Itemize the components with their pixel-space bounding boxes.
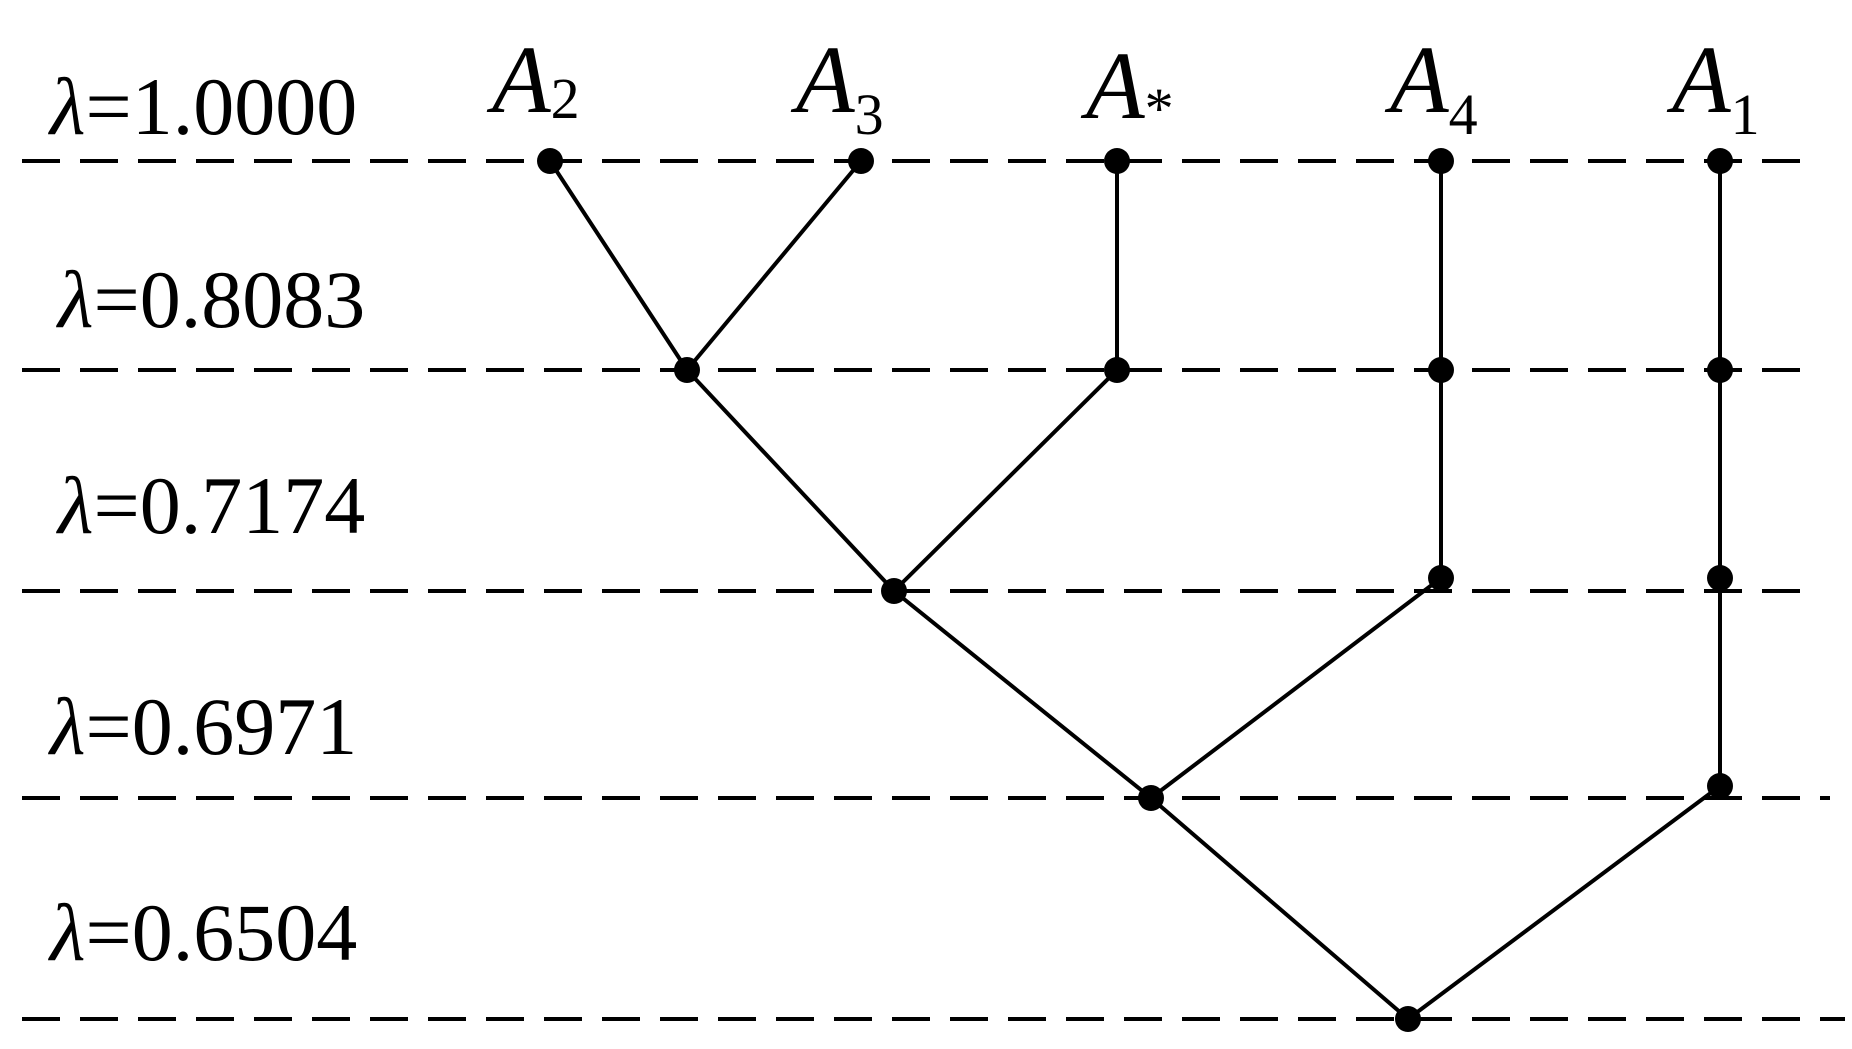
edge-a4-merge3 <box>1149 576 1443 800</box>
level-label-1: λ=1.0000 <box>48 61 357 152</box>
leaf-label-a2: A2 <box>486 26 580 133</box>
edge-merge1-merge2 <box>685 368 896 593</box>
node-a1 <box>1707 148 1733 174</box>
leaf-label-a3: A3 <box>790 26 884 147</box>
node-a2 <box>537 148 563 174</box>
node-merge-with-astar <box>881 578 907 604</box>
node-merge-a2-a3 <box>674 357 700 383</box>
edge-merge2-merge3 <box>892 589 1153 800</box>
level-label-3: λ=0.7174 <box>56 460 365 551</box>
node-astar <box>1104 148 1130 174</box>
node-a1-l4 <box>1707 773 1733 799</box>
edge-a2-merge1 <box>548 159 689 372</box>
node-a1-l2 <box>1707 357 1733 383</box>
node-astar-l2 <box>1104 357 1130 383</box>
node-root <box>1395 1006 1421 1032</box>
edge-a1-root <box>1406 784 1722 1021</box>
node-a4 <box>1428 148 1454 174</box>
edge-a3-merge1 <box>685 159 863 372</box>
edge-merge3-root <box>1149 796 1410 1021</box>
level-label-4: λ=0.6971 <box>48 681 357 772</box>
node-a3 <box>848 148 874 174</box>
edge-astar-merge2 <box>892 368 1119 593</box>
node-a4-l2 <box>1428 357 1454 383</box>
node-merge-with-a4 <box>1138 785 1164 811</box>
node-a1-l3 <box>1707 565 1733 591</box>
level-label-2: λ=0.8083 <box>56 254 365 345</box>
leaf-label-astar: A* <box>1080 32 1174 141</box>
node-a4-l3 <box>1428 565 1454 591</box>
leaf-label-a1: A1 <box>1666 26 1760 147</box>
leaf-label-a4: A4 <box>1384 26 1478 147</box>
level-label-5: λ=0.6504 <box>48 887 357 978</box>
